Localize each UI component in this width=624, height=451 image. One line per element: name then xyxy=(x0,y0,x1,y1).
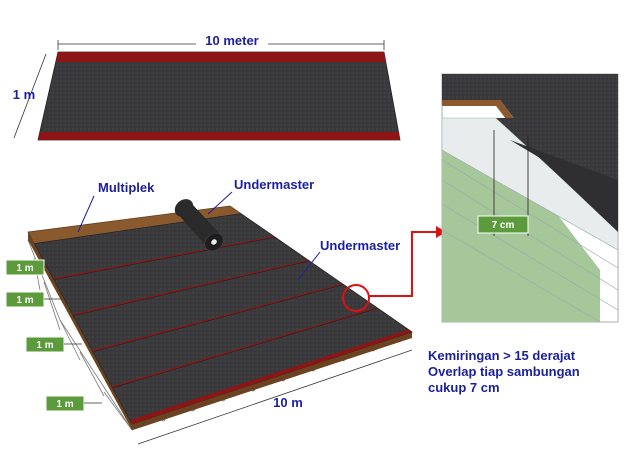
top-length-label: 10 meter xyxy=(205,33,258,48)
multiplek-deck-edge xyxy=(28,232,132,430)
detail-fascia xyxy=(442,117,618,251)
undermaster-strips xyxy=(33,213,413,425)
undermaster-sheet-label: Undermaster xyxy=(320,238,400,253)
row-width-tags: 1 m 1 m 1 m 1 m xyxy=(5,259,102,412)
overlap-callout-arrowhead xyxy=(436,226,446,238)
roof-length-dimension-line xyxy=(137,349,413,445)
row-width-tag-label: 1 m xyxy=(16,295,33,306)
sheet-leader xyxy=(297,251,321,281)
detail-fascia-lines xyxy=(442,159,618,322)
overlap-tag xyxy=(477,215,529,234)
row-width-tag-label: 1 m xyxy=(56,399,73,410)
top-sheet-membrane xyxy=(37,51,401,141)
top-sheet-red-edge-front xyxy=(38,132,400,140)
row-width-tag xyxy=(45,395,85,412)
note-line-2: Overlap tiap sambungan xyxy=(428,364,580,379)
top-sheet-red-edge-back xyxy=(56,52,386,62)
top-width-dimension-line xyxy=(13,53,47,139)
top-length-label-bg xyxy=(196,32,268,48)
undermaster-red-overlap xyxy=(129,329,413,424)
roll-leader xyxy=(207,191,233,215)
note-line-1: Kemiringan > 15 derajat xyxy=(428,348,576,363)
detail-shingle-edge xyxy=(510,140,618,232)
overlap-callout-arrow-line xyxy=(369,231,436,297)
row-width-tag xyxy=(5,259,45,276)
row-width-tag xyxy=(25,336,65,353)
note-line-3: cukup 7 cm xyxy=(428,380,500,395)
roof-length-label: 10 m xyxy=(273,395,303,410)
detail-upper-membrane xyxy=(442,74,618,126)
overlap-callout-circle xyxy=(342,284,370,312)
multiplek-label: Multiplek xyxy=(98,180,155,195)
top-sheet: 10 meter 1 m xyxy=(13,32,401,141)
multiplek-leader xyxy=(77,195,95,233)
row-width-tag xyxy=(5,291,45,308)
undermaster-roll xyxy=(174,199,224,252)
undermaster-roll-label: Undermaster xyxy=(234,177,314,192)
row-width-tag-label: 1 m xyxy=(36,340,53,351)
detail-inset: 7 cm xyxy=(441,73,619,323)
multiplek-deck-front-edge xyxy=(132,332,412,430)
roof-assembly: Multiplek Undermaster Undermaster 10 m 1… xyxy=(5,177,446,445)
notes: Kemiringan > 15 derajat Overlap tiap sam… xyxy=(428,348,580,395)
top-width-label: 1 m xyxy=(13,87,35,102)
overlap-tag-label: 7 cm xyxy=(492,220,515,231)
row-width-tag-label: 1 m xyxy=(16,263,33,274)
